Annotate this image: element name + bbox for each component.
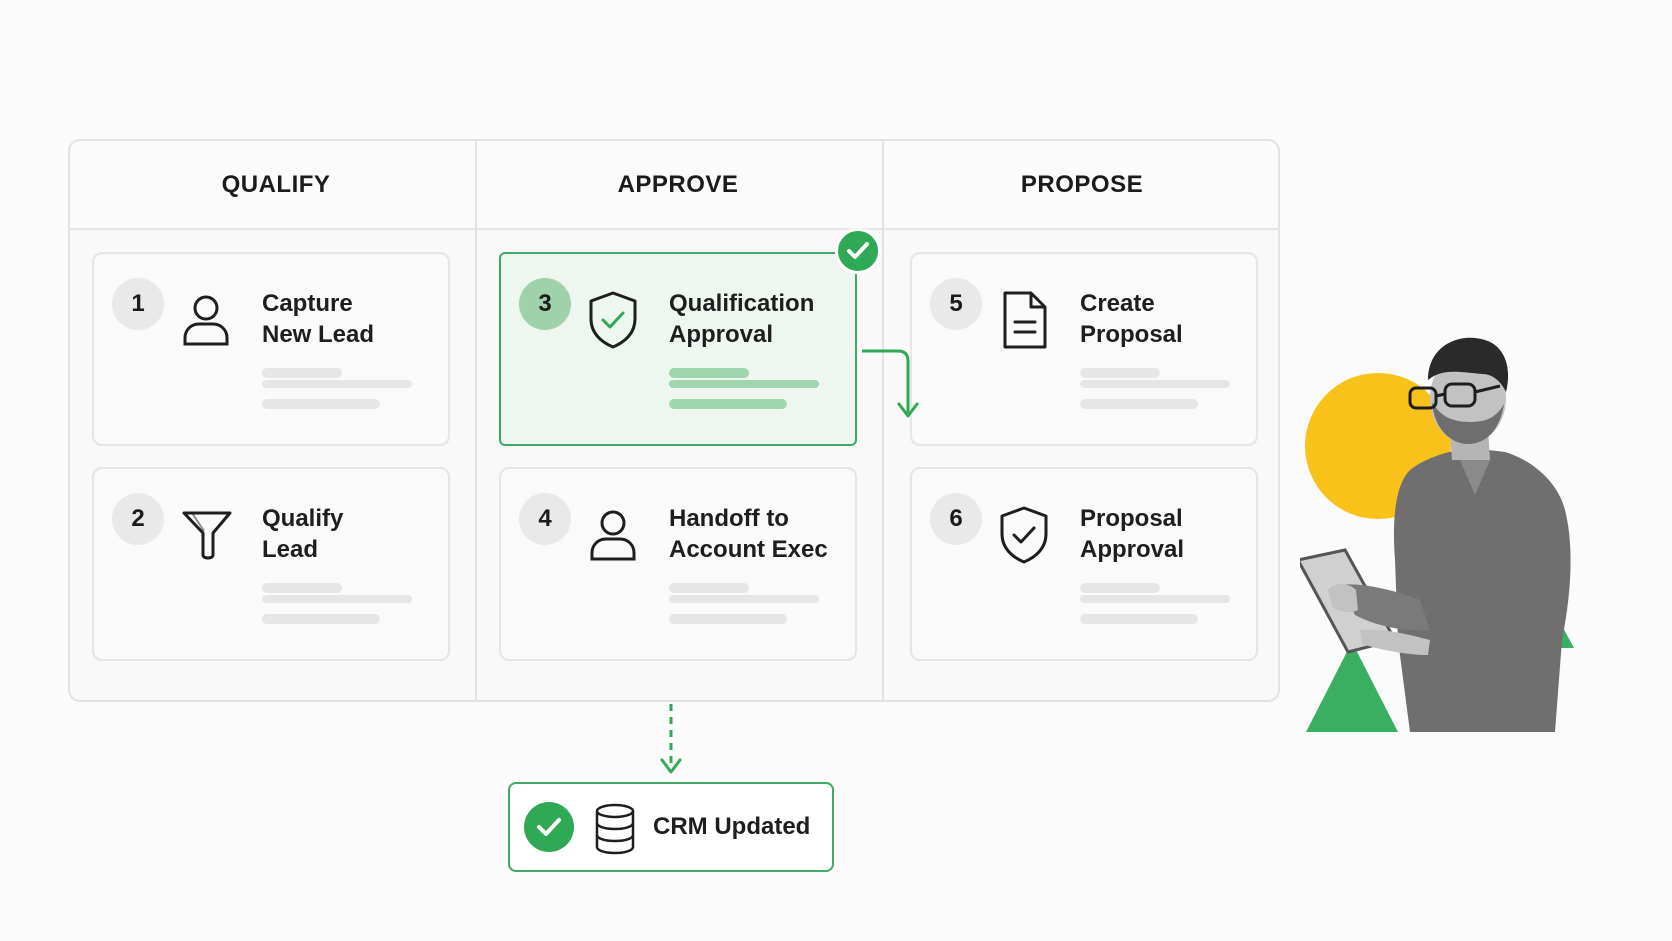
step-card-proposal-approval[interactable]: 6 Proposal Approval [910,467,1258,661]
column-title-approve: APPROVE [617,171,739,198]
step-number: 1 [112,278,164,330]
placeholder-line [262,399,380,409]
placeholder-line [1080,399,1198,409]
arrow-head-icon [897,402,919,418]
step-title: Capture New Lead [262,290,375,348]
placeholder-line [669,399,787,409]
connector-approve-to-propose [862,349,910,413]
placeholder-line [669,583,749,593]
placeholder-line [1080,614,1198,624]
step-title: Create Proposal [1080,290,1183,348]
shield-check-icon [589,290,641,350]
database-icon [594,803,636,860]
placeholder-line [262,595,412,603]
placeholder-line [262,368,342,378]
placeholder-line [1080,583,1160,593]
step-card-create-proposal[interactable]: 5 Create Proposal [910,252,1258,446]
step-number: 5 [930,278,982,330]
user-icon [589,505,641,565]
step-title: Handoff to Account Exec [669,505,828,563]
check-circle-icon [524,802,574,852]
column-divider [475,141,477,700]
placeholder-line [262,380,412,388]
check-icon [847,242,869,259]
person-illustration [1295,310,1600,740]
step-card-handoff-to-account-exec[interactable]: 4 Handoff to Account Exec [499,467,857,661]
placeholder-line [1080,380,1230,388]
placeholder-line [669,380,819,388]
column-title-qualify: QUALIFY [221,171,331,198]
user-icon [182,290,234,350]
shield-check-icon [1000,505,1052,565]
green-triangle-shape [1306,642,1398,732]
column-header-row [70,141,1278,230]
document-icon [1000,290,1052,350]
arrow-head-icon [660,758,682,774]
column-divider [882,141,884,700]
crm-updated-box: CRM Updated [508,782,834,872]
step-number: 4 [519,493,571,545]
step-card-capture-new-lead[interactable]: 1 Capture New Lead [92,252,450,446]
crm-updated-label: CRM Updated [653,813,811,840]
placeholder-line [262,583,342,593]
step-number: 3 [519,278,571,330]
step-number: 2 [112,493,164,545]
placeholder-line [1080,368,1160,378]
step-title: Qualify Lead [262,505,344,563]
step-card-qualification-approval[interactable]: 3 Qualification Approval [499,252,857,446]
placeholder-line [1080,595,1230,603]
step-card-qualify-lead[interactable]: 2 Qualify Lead [92,467,450,661]
funnel-icon [182,505,234,565]
workflow-board: QUALIFY APPROVE PROPOSE 1 Capture New Le… [68,139,1280,702]
step-number: 6 [930,493,982,545]
completed-check-badge [835,228,881,274]
column-title-propose: PROPOSE [1020,171,1144,198]
step-title: Proposal Approval [1080,505,1185,563]
placeholder-line [669,368,749,378]
placeholder-line [669,595,819,603]
placeholder-line [262,614,380,624]
step-title: Qualification Approval [669,290,815,348]
placeholder-line [669,614,787,624]
